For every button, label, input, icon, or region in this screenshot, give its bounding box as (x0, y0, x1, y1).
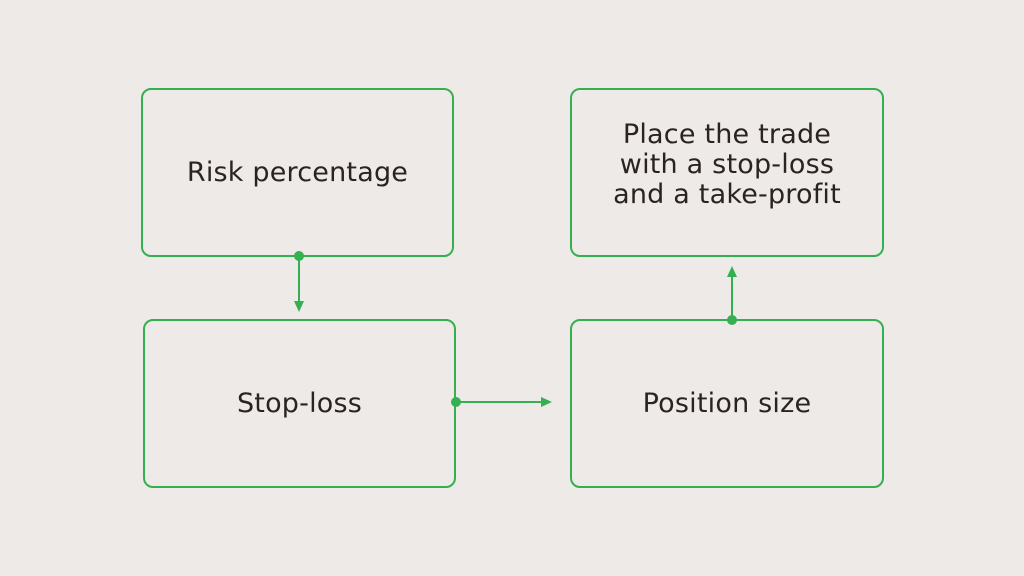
edge-risk-to-stop (294, 251, 304, 312)
edge-risk-to-stop-arrowhead (294, 301, 304, 312)
edge-stop-to-position (451, 397, 552, 407)
node-stop-loss-label: Stop-loss (236, 387, 363, 419)
edge-stop-to-position-arrowhead (541, 397, 552, 407)
node-stop-loss: Stop-loss (143, 319, 456, 488)
node-place-trade: Place the trade with a stop-loss and a t… (570, 88, 884, 257)
node-risk-percentage: Risk percentage (141, 88, 454, 257)
node-risk-percentage-label: Risk percentage (186, 156, 409, 188)
edge-position-to-trade (727, 266, 737, 325)
node-place-trade-label: Place the trade with a stop-loss and a t… (613, 118, 841, 210)
node-position-size: Position size (570, 319, 884, 488)
node-position-size-label: Position size (642, 387, 812, 419)
edge-position-to-trade-arrowhead (727, 266, 737, 277)
